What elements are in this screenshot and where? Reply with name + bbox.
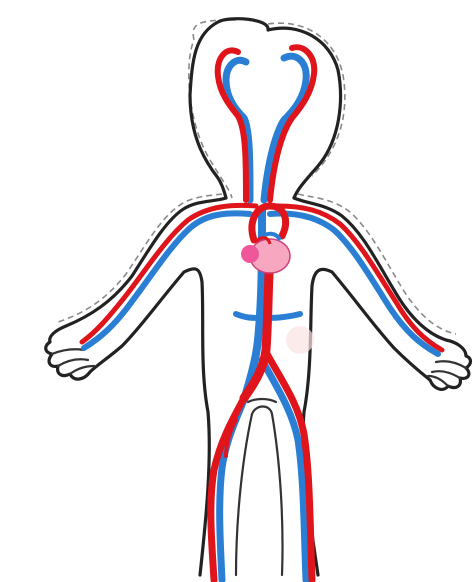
heart bbox=[241, 234, 290, 273]
head-artery-left bbox=[218, 50, 246, 200]
left-arm-vein bbox=[84, 213, 250, 348]
right-leg-vein bbox=[262, 360, 306, 580]
organ-highlight bbox=[286, 326, 314, 354]
veins bbox=[84, 56, 438, 580]
crotch-top bbox=[248, 399, 276, 402]
crotch-outline bbox=[236, 407, 283, 576]
left-arm-artery bbox=[82, 205, 256, 342]
heart-atrium bbox=[241, 245, 259, 263]
left-leg-artery bbox=[211, 398, 244, 580]
body-outline-left bbox=[46, 198, 226, 575]
body-outline-right bbox=[294, 198, 471, 575]
